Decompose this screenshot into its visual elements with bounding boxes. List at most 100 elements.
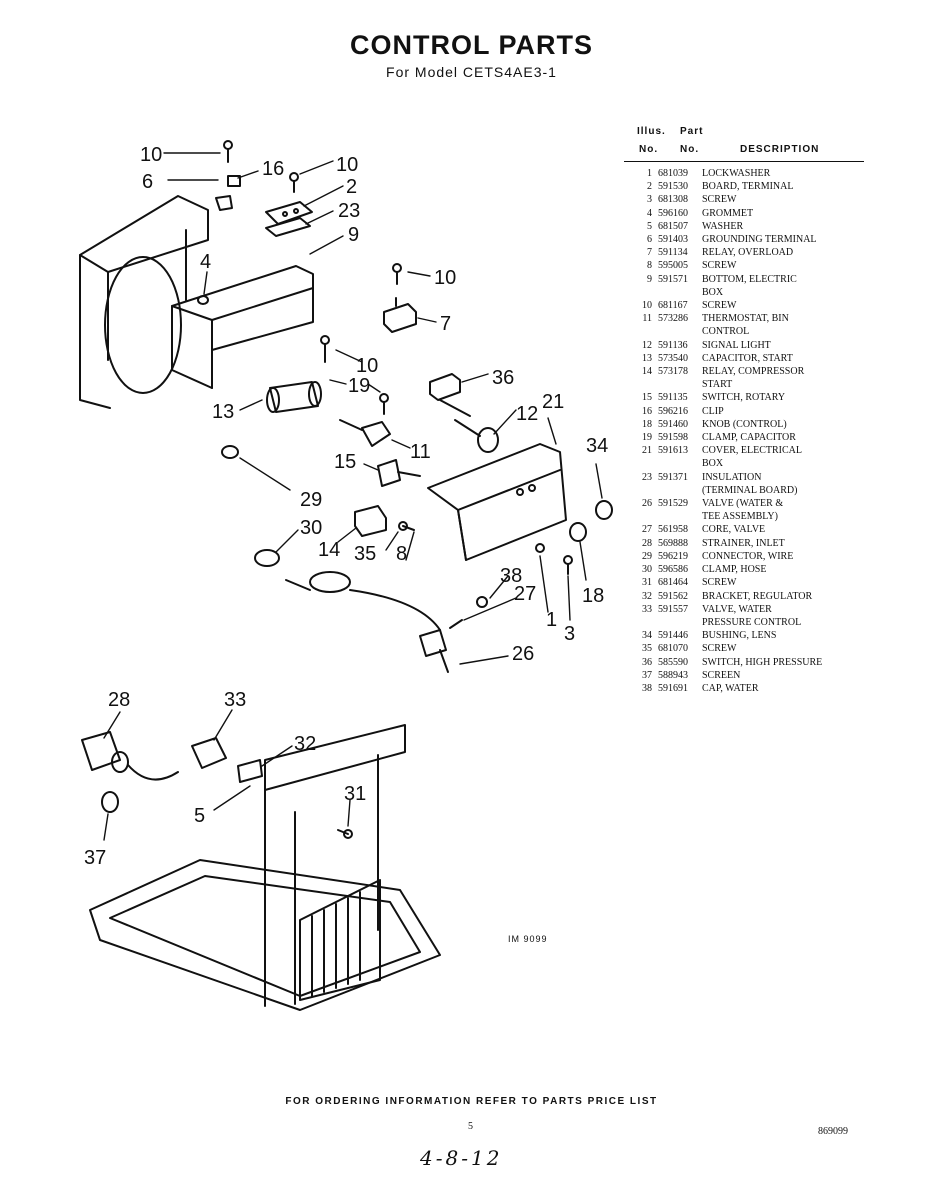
part-illus-no: 37 <box>642 669 652 681</box>
part-description: CAPACITOR, START <box>702 352 793 364</box>
part-description: TEE ASSEMBLY) <box>702 511 778 523</box>
callout-23: 23 <box>338 200 360 222</box>
part-description: SCREEN <box>702 669 741 681</box>
part-number: 573178 <box>658 366 688 378</box>
part-number: 588943 <box>658 669 688 681</box>
callout-3: 3 <box>564 623 575 645</box>
part-description: CLAMP, HOSE <box>702 564 767 576</box>
table-head-illus: Illus. <box>637 126 666 137</box>
part-illus-no: 2 <box>647 181 652 193</box>
compressor-start-relay <box>354 505 387 537</box>
callout-4: 4 <box>200 251 211 273</box>
table-head-part: Part <box>680 126 704 137</box>
callout-33: 33 <box>224 689 246 711</box>
part-number: 596216 <box>658 405 688 417</box>
callout-31: 31 <box>344 783 366 805</box>
part-illus-no: 27 <box>642 524 652 536</box>
table-head-illus-no: No. <box>639 144 659 155</box>
callout-10: 10 <box>140 144 162 166</box>
callout-36: 36 <box>492 367 514 389</box>
part-number: 591134 <box>658 247 688 259</box>
page-number: 5 <box>468 1121 473 1132</box>
callout-11: 11 <box>410 441 431 463</box>
part-description: BOARD, TERMINAL <box>702 181 794 193</box>
part-description: RELAY, COMPRESSOR <box>702 366 805 378</box>
table-row: PRESSURE CONTROL <box>632 616 872 629</box>
part-number: 596219 <box>658 550 688 562</box>
part-number: 591557 <box>658 603 688 615</box>
part-description: VALVE (WATER & <box>702 498 784 510</box>
callout-13: 13 <box>212 401 234 423</box>
part-illus-no: 21 <box>642 445 652 457</box>
part-description: GROMMET <box>702 207 754 219</box>
part-number: 591613 <box>658 445 688 457</box>
callout-7: 7 <box>440 313 451 335</box>
part-number: 591135 <box>658 392 688 404</box>
part-number: 591136 <box>658 339 688 351</box>
part-description: RELAY, OVERLOAD <box>702 247 794 259</box>
ice-maker-base <box>89 724 441 1011</box>
part-description: CAP, WATER <box>702 682 759 694</box>
part-illus-no: 18 <box>642 418 652 430</box>
table-head-part-no: No. <box>680 144 700 155</box>
part-number: 681464 <box>658 577 688 589</box>
part-illus-no: 30 <box>642 564 652 576</box>
table-row: START <box>632 378 872 391</box>
callout-14: 14 <box>318 539 340 561</box>
page-subtitle: For Model CETS4AE3-1 <box>386 64 557 80</box>
part-number: 596160 <box>658 207 688 219</box>
callout-21: 21 <box>542 391 564 413</box>
part-description: THERMOSTAT, BIN <box>702 313 789 325</box>
part-description: VALVE, WATER <box>702 603 772 615</box>
clip-and-ground <box>215 175 241 211</box>
part-illus-no: 3 <box>647 194 652 206</box>
table-row: 37 588943 SCREEN <box>632 669 872 682</box>
part-number: 573540 <box>658 352 688 364</box>
part-number: 591598 <box>658 432 688 444</box>
table-row: 21 591613 COVER, ELECTRICAL <box>632 444 872 457</box>
callout-2: 2 <box>346 176 357 198</box>
part-illus-no: 5 <box>647 220 652 232</box>
overload-relay <box>383 297 417 333</box>
part-illus-no: 8 <box>647 260 652 272</box>
table-row: BOX <box>632 457 872 470</box>
part-description: COVER, ELECTRICAL <box>702 445 802 457</box>
part-number: 591691 <box>658 682 688 694</box>
part-illus-no: 28 <box>642 537 652 549</box>
high-pressure-switch <box>429 373 471 417</box>
part-number: 591403 <box>658 234 688 246</box>
part-illus-no: 6 <box>647 234 652 246</box>
part-description: STRAINER, INLET <box>702 537 785 549</box>
part-number: 591529 <box>658 498 688 510</box>
part-illus-no: 12 <box>642 339 652 351</box>
part-description: BOTTOM, ELECTRIC <box>702 273 797 285</box>
part-illus-no: 10 <box>642 300 652 312</box>
signal-light <box>454 419 499 453</box>
part-description: PRESSURE CONTROL <box>702 616 802 628</box>
screw-icons <box>223 140 573 839</box>
part-number: 596586 <box>658 564 688 576</box>
page-title: CONTROL PARTS <box>349 30 593 60</box>
part-illus-no: 29 <box>642 550 652 562</box>
callout-18: 18 <box>582 585 604 607</box>
start-capacitor <box>266 381 322 413</box>
electric-box-bottom <box>171 265 314 389</box>
part-description: BRACKET, REGULATOR <box>702 590 813 602</box>
part-number: 681507 <box>658 220 688 232</box>
part-number: 591571 <box>658 273 688 285</box>
